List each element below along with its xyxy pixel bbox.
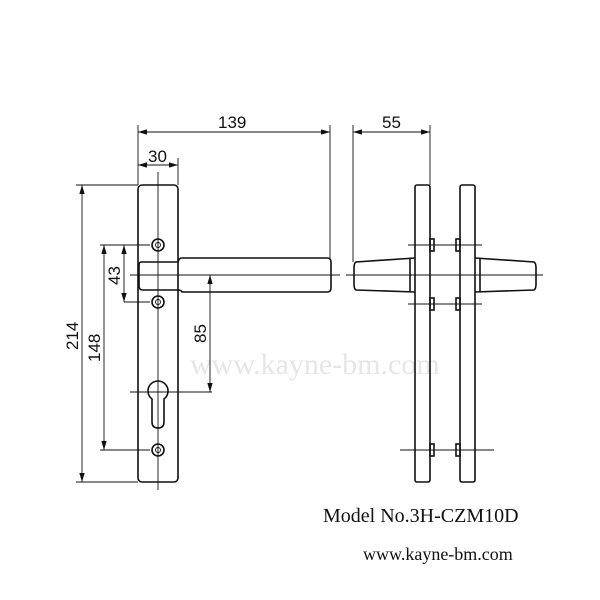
screw-upper [151,238,165,252]
watermark: www.kayne-bm.com [190,348,440,381]
side-screws [400,238,494,457]
dim-30: 30 [148,147,167,166]
side-handle-right [474,257,537,293]
dim-55: 55 [382,113,401,132]
dim-85: 85 [191,324,210,343]
front-view: 139 30 214 148 43 85 [63,113,340,490]
model-number: Model No.3H-CZM10D [323,505,519,527]
dim-214: 214 [63,322,82,350]
screw-lower [151,443,165,457]
dim-139: 139 [218,113,246,132]
side-plate-left [414,184,431,483]
side-plate-right [459,184,476,483]
dim-43: 43 [105,266,124,285]
cylinder-cutout [147,380,169,429]
dim-148: 148 [85,334,104,362]
website-text: www.kayne-bm.com [363,544,513,564]
lever-handle [138,257,332,293]
side-view: 55 [346,113,543,483]
screw-middle [151,295,165,309]
side-handle-left [353,257,416,293]
